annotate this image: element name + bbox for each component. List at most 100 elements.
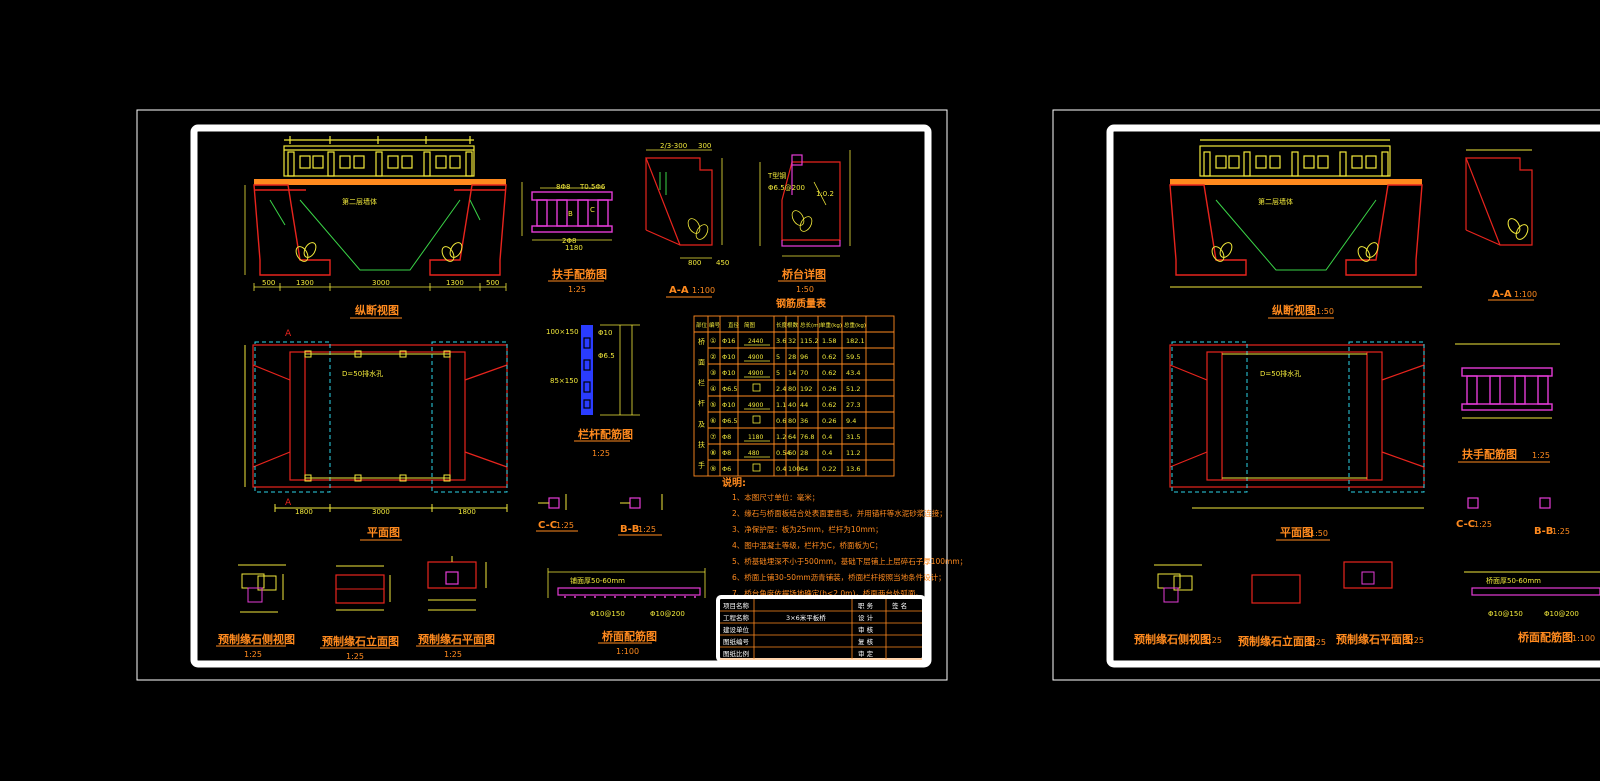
- title-block-role: 审 核: [858, 625, 874, 634]
- rebar-table-cell-weight: 9.4: [846, 417, 856, 425]
- s2-cc-scale: 1:25: [1474, 520, 1492, 529]
- rebar-stirrup-icon: [752, 383, 761, 392]
- deck-scale: 1:100: [616, 647, 639, 656]
- long-dim-1: 500: [262, 279, 275, 287]
- section-bb-view: B-B 1:25: [618, 494, 663, 536]
- rebar-table-cell-count: 80: [788, 385, 796, 393]
- rebar-table-part-label: 手: [698, 460, 705, 469]
- rebar-table-cell-count: 40: [788, 401, 796, 409]
- rebar-table-cell-unit: 1.58: [822, 337, 836, 345]
- rebar-table-cell-shape: 4900: [748, 370, 763, 377]
- title-block-label: 建设单位: [723, 625, 750, 634]
- handrail-title: 扶手配筋图: [552, 267, 607, 281]
- deck-label-3: Φ10@200: [650, 610, 685, 618]
- aa-dim-3: 800: [688, 259, 701, 267]
- plan-section-mark-top: A: [285, 329, 292, 339]
- rebar-table-cell-total: 76.8: [800, 433, 814, 441]
- aa-scale: 1:100: [692, 286, 715, 295]
- curb-elev-title: 预制缘石立面图: [322, 634, 399, 648]
- sheet2-curb-views: 预制缘石侧视图 1:25 预制缘石立面图 1:25 预制缘石平面图 1:25: [1134, 561, 1424, 648]
- title-block-role: 设 计: [858, 613, 874, 622]
- rebar-table-cell-len: 0.54: [776, 449, 790, 457]
- sheet2-aa-view: A-A 1:100: [1465, 149, 1537, 301]
- drawing-sheet-2[interactable]: 第二层墙体 纵断视图 1:50 D=50排水孔 平面图 1:50 A-A 1:1…: [1052, 109, 1600, 681]
- section-aa-view: 2/3-300 300 800 450 A-A 1:100: [645, 142, 729, 298]
- title-block-label: 图纸比例: [723, 649, 749, 658]
- curb-side-scale: 1:25: [244, 650, 262, 659]
- note-line: 5、桥基础埋深不小于500mm，基础下层铺上上层碎石子厚100mm；: [732, 556, 967, 566]
- rail-label-2: Φ10: [598, 329, 612, 337]
- aa-dim-4: 450: [716, 259, 729, 267]
- aa-dim-1: 2/3-300: [660, 142, 687, 150]
- rebar-table-cell-count: 32: [788, 337, 796, 345]
- rebar-table-cell-shape: 2440: [748, 338, 763, 345]
- s2-curb-side-scale: 1:25: [1204, 636, 1222, 645]
- cc-scale: 1:25: [556, 521, 574, 530]
- abut-label-3: 1:0.2: [816, 190, 834, 198]
- rebar-table-cell-unit: 0.26: [822, 417, 836, 425]
- plan-view: A A D=50排水孔 1800 3000 1800 平面图: [244, 329, 508, 541]
- s2-curb-elev-scale: 1:25: [1308, 638, 1326, 647]
- rail-scale: 1:25: [592, 449, 610, 458]
- rebar-table-cell-len: 5: [776, 369, 780, 377]
- abutment-title: 桥台详图: [782, 267, 826, 281]
- rebar-table-cell-count: 64: [788, 433, 796, 441]
- rebar-table-cell-no: ⑥: [710, 417, 716, 425]
- rebar-table-part-label: 栏: [698, 378, 705, 387]
- rebar-table-cell-weight: 51.2: [846, 385, 860, 393]
- rebar-table-cell-shape: 4900: [748, 354, 763, 361]
- rebar-table-cell-weight: 27.3: [846, 401, 860, 409]
- sheet-2-outer-border: [1052, 109, 1600, 681]
- handrail-label-3: 2Φ8: [562, 237, 576, 245]
- rebar-table-cell-count: 100: [788, 465, 800, 473]
- rebar-table-cell-dia: Φ10: [722, 353, 735, 361]
- drawing-sheet-1[interactable]: 500 1300 3000 1300 500 第二层墙体 纵断视图: [136, 109, 967, 681]
- plan-note: D=50排水孔: [342, 369, 383, 378]
- s2-curb-plan-scale: 1:25: [1406, 636, 1424, 645]
- sheet2-plan-view: D=50排水孔 平面图 1:50: [1169, 341, 1425, 541]
- rail-title: 栏杆配筋图: [578, 427, 633, 441]
- rebar-table-header: 根数: [787, 321, 799, 329]
- rebar-table-cell-dia: Φ6.5: [722, 417, 737, 425]
- long-view-title: 纵断视图: [355, 303, 399, 317]
- sheet-2-inner-frame: [1106, 124, 1600, 668]
- note-line: 3、净保护层：板为25mm，栏杆为10mm；: [732, 524, 883, 534]
- rebar-table-cell-dia: Φ10: [722, 401, 735, 409]
- sheet2-cc-bb-views: C-C 1:25 B-B 1:25: [1456, 497, 1570, 537]
- handrail-scale: 1:25: [568, 285, 586, 294]
- design-notes: 说明: 1、本图尺寸单位：毫米；2、缘石与桥面板结合处表面要凿毛，并用锚杆等水泥…: [722, 476, 967, 598]
- rebar-table-cell-shape: 1180: [748, 434, 763, 441]
- plan-dim-3: 1800: [458, 508, 476, 516]
- aa-title: A-A: [669, 285, 689, 296]
- long-note: 第二层墙体: [342, 197, 377, 206]
- rebar-table-cell-dia: Φ6.5: [722, 385, 737, 393]
- s2-plan-scale: 1:50: [1310, 529, 1328, 538]
- rebar-table-part-label: 桥: [698, 337, 705, 346]
- bb-scale: 1:25: [638, 525, 656, 534]
- handrail-label-4: B: [568, 210, 573, 218]
- rebar-table-cell-total: 192: [800, 385, 812, 393]
- s2-handrail-title: 扶手配筋图: [1462, 447, 1517, 461]
- rebar-table-cell-unit: 0.62: [822, 369, 836, 377]
- abutment-scale: 1:50: [796, 285, 814, 294]
- note-line: 7、桥台角度依据场地确定(h<2.0m)，桥面两台处弧面。: [732, 588, 923, 598]
- s2-handrail-scale: 1:25: [1532, 451, 1550, 460]
- rebar-table-header: 总重(kg): [844, 321, 866, 329]
- rebar-table-cell-weight: 31.5: [846, 433, 860, 441]
- plan-dim-1: 1800: [295, 508, 313, 516]
- section-cc-view: C-C 1:25: [536, 494, 578, 532]
- deck-label-1: 铺面厚50-60mm: [570, 576, 625, 585]
- sheet2-deck-view: 桥面厚50-60mm Φ10@150 Φ10@200 桥面配筋图 1:100: [1464, 571, 1600, 644]
- rebar-table-header: 总长(m): [800, 321, 821, 329]
- sheet-1-outer-border: [136, 109, 948, 681]
- handrail-label-5: C: [590, 206, 595, 214]
- s2-deck-label-3: Φ10@200: [1544, 610, 1579, 618]
- sheet2-longitudinal-view: 第二层墙体 纵断视图 1:50: [1169, 139, 1423, 319]
- handrail-label-2: T0.5Φ6: [579, 183, 606, 191]
- curb-plan-title: 预制缘石平面图: [418, 632, 495, 646]
- s2-aa-scale: 1:100: [1514, 290, 1537, 299]
- abut-label-1: T型钢: [767, 171, 786, 180]
- curb-plan-view: 预制缘石平面图 1:25: [416, 556, 495, 659]
- rail-label-4: 85×150: [550, 377, 578, 385]
